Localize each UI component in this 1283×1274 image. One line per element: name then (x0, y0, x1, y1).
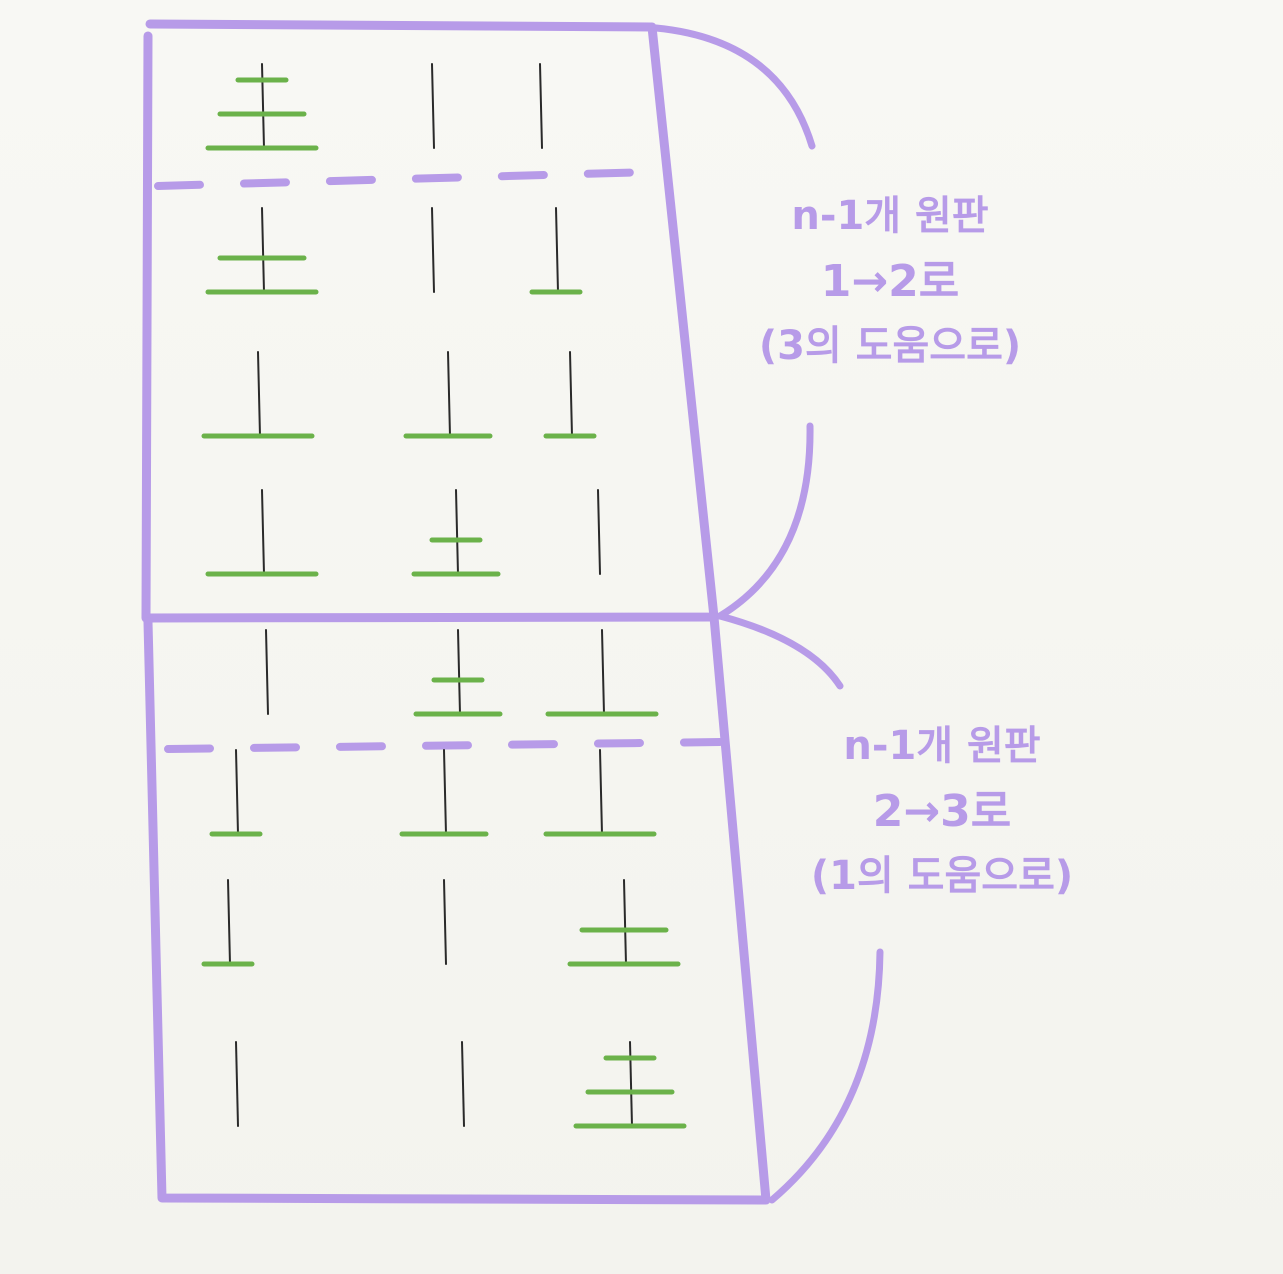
annotation-bottom-line2: 2→3로 (872, 786, 1012, 837)
peg-1-row-3 (257, 351, 261, 437)
peg-3-row-7 (623, 879, 627, 965)
tower-row-3 (201, 351, 597, 439)
tower-row-2 (205, 207, 583, 295)
peg-1-row-6 (235, 749, 239, 835)
peg-3-row-3 (569, 351, 573, 437)
peg-2-row-7 (443, 879, 447, 965)
bottom-panel-border (143, 612, 771, 1205)
peg-2-row-1 (431, 63, 435, 149)
tower-row-1 (205, 63, 543, 151)
peg-1-row-2 (261, 207, 265, 293)
tower-rows (201, 63, 687, 1129)
tower-row-5 (265, 629, 659, 717)
peg-2-row-4 (455, 489, 459, 575)
peg-2-row-2 (431, 207, 435, 293)
tower-row-8 (235, 1041, 687, 1129)
annotation-top-line1: n-1개 원판 (791, 193, 989, 239)
top-brace (652, 24, 816, 620)
peg-1-row-4 (261, 489, 265, 575)
annotation-top: n-1개 원판 1→2로 (3의 도움으로) (700, 196, 1080, 366)
peg-3-row-2 (555, 207, 559, 293)
tower-row-4 (205, 489, 601, 577)
peg-2-row-6 (443, 749, 447, 835)
peg-1-row-7 (227, 879, 231, 965)
peg-2-row-5 (457, 629, 461, 715)
annotation-top-line2: 1→2로 (820, 256, 960, 307)
bottom-dashed-divider (164, 738, 724, 753)
peg-2-row-8 (461, 1041, 465, 1127)
tower-row-7 (201, 879, 681, 967)
peg-3-row-8 (629, 1041, 633, 1127)
tower-row-6 (209, 749, 657, 837)
bottom-brace (716, 612, 884, 1204)
peg-3-row-4 (597, 489, 601, 575)
peg-3-row-1 (539, 63, 543, 149)
peg-1-row-5 (265, 629, 269, 715)
top-panel-border (141, 19, 719, 623)
peg-3-row-5 (601, 629, 605, 715)
peg-3-row-6 (599, 749, 603, 835)
peg-1-row-1 (261, 63, 265, 149)
peg-1-row-8 (235, 1041, 239, 1127)
annotation-bottom: n-1개 원판 2→3로 (1의 도움으로) (752, 726, 1132, 896)
top-dashed-divider (154, 168, 654, 190)
annotation-top-line3: (3의 도움으로) (758, 323, 1022, 369)
peg-2-row-3 (447, 351, 451, 437)
annotation-bottom-line1: n-1개 원판 (843, 723, 1041, 769)
diagram-frame (141, 19, 884, 1205)
annotation-bottom-line3: (1의 도움으로) (810, 853, 1074, 899)
